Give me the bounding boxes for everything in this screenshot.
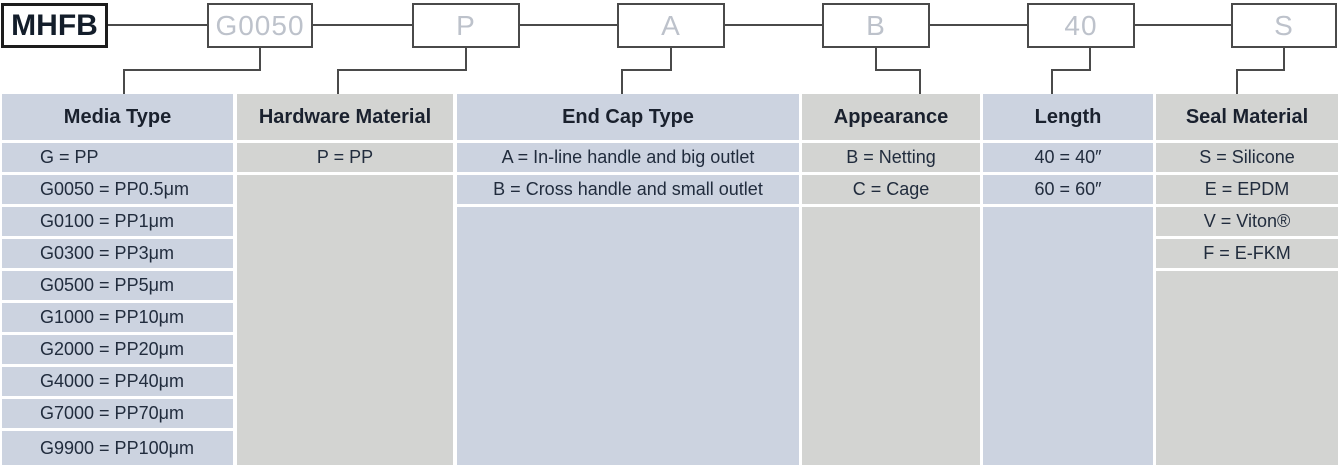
column-header-seal-material: Seal Material [1156,94,1338,140]
column-header-length: Length [983,94,1153,140]
segment-box-appearance-code: B [822,3,930,48]
connector-endcap-h [621,69,672,71]
option-row: B = Cross handle and small outlet [457,175,799,204]
connector-media-v2 [123,69,125,94]
connector-endcap-v1 [670,46,672,71]
column-header-media-type: Media Type [2,94,233,140]
connector-length-h [1051,69,1091,71]
option-row: E = EPDM [1156,175,1338,204]
connector-seal-h [1236,69,1285,71]
segment-box-length-code: 40 [1027,3,1135,48]
part-prefix-box: MHFB [1,3,108,48]
option-row: F = E-FKM [1156,239,1338,268]
column-filler [802,207,980,465]
segment-box-hardware-code: P [412,3,520,48]
column-seal-material: Seal Material S = Silicone E = EPDM V = … [1156,94,1338,465]
column-filler [1156,271,1338,465]
connector-hardware-h [337,69,467,71]
connector-seal-v2 [1236,69,1238,94]
option-row: G7000 = PP70μm [2,399,233,428]
connector-media-h [123,69,261,71]
column-header-appearance: Appearance [802,94,980,140]
option-row: C = Cage [802,175,980,204]
connector-length-v2 [1051,69,1053,94]
column-media-type: Media Type G = PP G0050 = PP0.5μm G0100 … [2,94,233,465]
option-row: V = Viton® [1156,207,1338,236]
option-row: G0050 = PP0.5μm [2,175,233,204]
column-header-end-cap-type: End Cap Type [457,94,799,140]
column-filler [237,175,453,465]
option-row: G = PP [2,143,233,172]
option-row: S = Silicone [1156,143,1338,172]
connector-appearance-v2 [919,69,921,94]
option-row: G0100 = PP1μm [2,207,233,236]
connector-appearance-v1 [875,46,877,71]
option-row: B = Netting [802,143,980,172]
column-length: Length 40 = 40″ 60 = 60″ [983,94,1153,465]
option-row: G0500 = PP5μm [2,271,233,300]
option-row: G4000 = PP40μm [2,367,233,396]
option-row: G1000 = PP10μm [2,303,233,332]
segment-box-endcap-code: A [617,3,725,48]
connector-media-v1 [259,46,261,71]
column-filler [457,207,799,465]
column-filler [983,207,1153,465]
column-end-cap-type: End Cap Type A = In-line handle and big … [457,94,799,465]
column-header-hardware-material: Hardware Material [237,94,453,140]
segment-box-media-code: G0050 [207,3,313,48]
option-row: G2000 = PP20μm [2,335,233,364]
connector-hardware-v2 [337,69,339,94]
connector-endcap-v2 [621,69,623,94]
option-row: G0300 = PP3μm [2,239,233,268]
connector-appearance-h [875,69,921,71]
connector-hardware-v1 [465,46,467,71]
connector-seal-v1 [1283,46,1285,71]
option-row: A = In-line handle and big outlet [457,143,799,172]
option-row: 60 = 60″ [983,175,1153,204]
option-row: 40 = 40″ [983,143,1153,172]
column-hardware-material: Hardware Material P = PP [237,94,453,465]
option-row: P = PP [237,143,453,172]
segment-box-seal-code: S [1231,3,1337,48]
column-appearance: Appearance B = Netting C = Cage [802,94,980,465]
connector-length-v1 [1089,46,1091,71]
option-row: G9900 = PP100μm [2,431,233,465]
